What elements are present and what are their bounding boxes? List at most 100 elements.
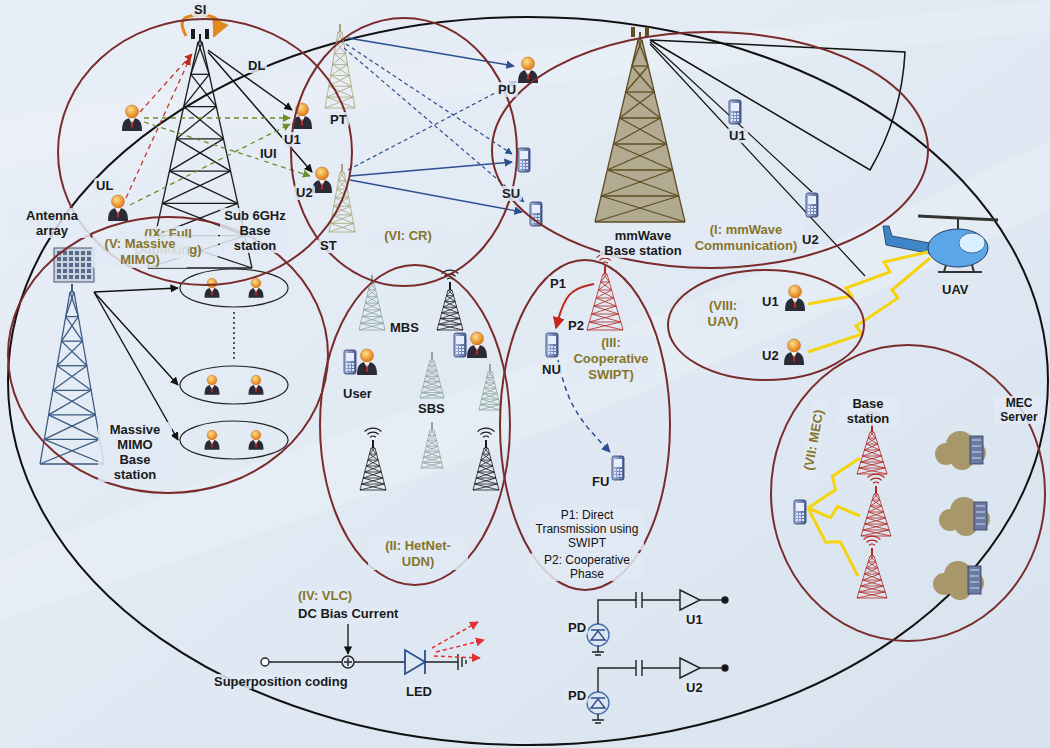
tower-strut bbox=[864, 450, 879, 451]
tower-strut bbox=[480, 399, 498, 404]
phone-key bbox=[456, 352, 458, 354]
tower-strut bbox=[868, 438, 878, 444]
beam-sector bbox=[650, 40, 905, 170]
phone-key bbox=[554, 346, 556, 348]
phone-key bbox=[620, 472, 622, 474]
user-icon bbox=[249, 375, 264, 395]
output-terminal bbox=[722, 665, 728, 671]
phone-key bbox=[734, 113, 736, 115]
tower-icon bbox=[595, 27, 685, 222]
tower-strut bbox=[364, 303, 379, 310]
annotation-label: IUI bbox=[258, 146, 279, 161]
tower-strut bbox=[53, 390, 96, 415]
tower-strut bbox=[870, 500, 880, 506]
signal-arc bbox=[367, 432, 378, 434]
annotation-label: Sub 6GHz Base station bbox=[220, 208, 290, 253]
signal-arc bbox=[483, 436, 489, 437]
phone-key bbox=[459, 349, 461, 351]
user-group bbox=[180, 366, 288, 404]
tower-strut bbox=[632, 66, 654, 92]
phone-key bbox=[799, 513, 801, 515]
annotation-label: (IV: VLC) bbox=[296, 588, 354, 603]
phone-icon bbox=[454, 333, 466, 357]
array-element bbox=[87, 263, 91, 267]
phone-icon bbox=[530, 202, 542, 226]
tower-strut bbox=[861, 530, 889, 536]
tower-strut bbox=[595, 221, 685, 222]
user-body bbox=[205, 288, 220, 298]
tower-strut bbox=[485, 383, 495, 388]
tower-strut bbox=[442, 312, 459, 313]
array-element bbox=[81, 269, 85, 273]
tower-strut bbox=[70, 292, 78, 317]
annotation-label: U2 bbox=[800, 232, 821, 247]
photodiode-symbol bbox=[591, 630, 605, 640]
light-ray bbox=[434, 656, 480, 658]
phone-key bbox=[554, 352, 556, 354]
tower-strut bbox=[360, 484, 384, 490]
tower-strut bbox=[589, 322, 623, 330]
tower-strut bbox=[587, 322, 621, 330]
user-icon bbox=[785, 285, 805, 311]
user-icon bbox=[784, 339, 804, 365]
tower-strut bbox=[613, 118, 660, 144]
tower-strut bbox=[429, 435, 437, 440]
user-head bbox=[207, 278, 217, 288]
antenna-panel bbox=[631, 27, 635, 37]
tower-strut bbox=[440, 319, 461, 325]
server-slot bbox=[970, 588, 979, 589]
tower-strut bbox=[329, 223, 353, 232]
tower-strut bbox=[369, 448, 375, 454]
user-head bbox=[251, 430, 261, 440]
user-tie bbox=[255, 387, 257, 393]
region-outline bbox=[320, 265, 510, 585]
tower-strut bbox=[365, 303, 378, 304]
tower-strut bbox=[595, 40, 638, 222]
user-body bbox=[205, 385, 220, 395]
tower-strut bbox=[589, 314, 618, 322]
signal-arc bbox=[866, 540, 877, 542]
array-element bbox=[87, 269, 91, 273]
tower-strut bbox=[857, 468, 885, 474]
tower-strut bbox=[369, 454, 378, 460]
wire bbox=[354, 661, 405, 662]
array-element bbox=[75, 275, 79, 279]
tower-strut bbox=[872, 494, 878, 500]
tower-icon bbox=[857, 536, 887, 598]
wire bbox=[598, 592, 680, 624]
annotation-label: U1 bbox=[684, 612, 705, 627]
tower-strut bbox=[331, 75, 350, 76]
tower-strut bbox=[367, 296, 379, 303]
region-ellipse: (II: HetNet-UDN) bbox=[320, 265, 510, 585]
tower-strut bbox=[861, 456, 882, 462]
tower-strut bbox=[473, 490, 499, 491]
signal-arc bbox=[478, 428, 495, 431]
tower-strut bbox=[162, 171, 230, 203]
cloud-icon bbox=[935, 431, 986, 470]
phone-key bbox=[532, 215, 534, 217]
uav-mast bbox=[957, 218, 959, 229]
phone-key bbox=[814, 206, 816, 208]
user-body bbox=[122, 118, 142, 131]
tower-strut bbox=[437, 330, 463, 331]
tower-strut bbox=[487, 377, 495, 382]
phone-key bbox=[551, 352, 553, 354]
phone-key bbox=[551, 346, 553, 348]
tower-strut bbox=[365, 296, 377, 303]
phone-body bbox=[518, 148, 530, 172]
tower-strut bbox=[859, 586, 883, 592]
tower-strut bbox=[861, 462, 884, 463]
tower-strut bbox=[613, 144, 672, 170]
user-body bbox=[205, 440, 220, 450]
tower-strut bbox=[861, 462, 885, 468]
phone-screen bbox=[346, 353, 354, 361]
tower-strut bbox=[331, 75, 352, 86]
region-ellipse: (VII: MEC) bbox=[771, 345, 1045, 641]
array-element bbox=[81, 275, 85, 279]
tower-strut bbox=[362, 478, 383, 484]
phone-key bbox=[346, 366, 348, 368]
tower-strut bbox=[870, 506, 883, 512]
tower-strut bbox=[420, 393, 443, 398]
tower-strut bbox=[437, 324, 461, 330]
